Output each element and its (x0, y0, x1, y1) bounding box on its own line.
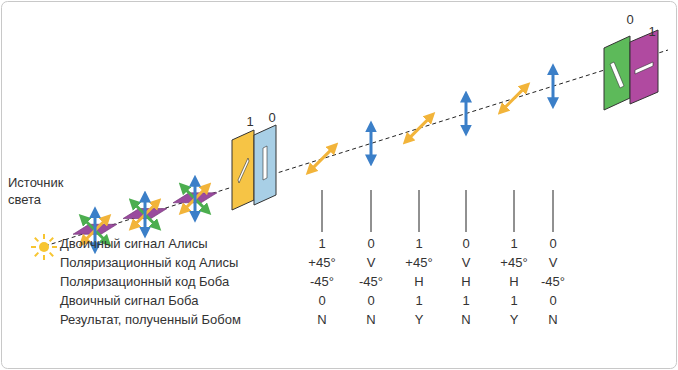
table-cell: N (461, 312, 470, 327)
table-cell: 1 (462, 293, 469, 308)
table-cell: 0 (462, 236, 469, 251)
table-cell: -45° (310, 274, 334, 289)
table-cell: N (317, 312, 326, 327)
filter-bit: 0 (626, 12, 633, 27)
filter-bit: 1 (648, 24, 655, 39)
table-cell: H (509, 274, 518, 289)
table-cell: Y (510, 312, 519, 327)
table-cell: +45° (308, 255, 335, 270)
table-cell: H (414, 274, 423, 289)
alice-filter (232, 125, 276, 210)
row-header: Поляризационный код Алисы (60, 255, 238, 270)
column-lines (322, 190, 553, 232)
table-cell: 0 (318, 293, 325, 308)
table-cell: 0 (367, 293, 374, 308)
table-cell: H (461, 274, 470, 289)
table-cell: +45° (500, 255, 527, 270)
source-label: Источник света (8, 174, 78, 208)
filter-bit: 1 (246, 114, 253, 129)
row-header: Двоичный сигнал Алисы (60, 236, 208, 251)
bob-filter (604, 30, 658, 110)
row-header: Двоичный сигнал Боба (60, 293, 198, 308)
table-cell: V (462, 255, 471, 270)
table-cell: N (548, 312, 557, 327)
table-cell: -45° (541, 274, 565, 289)
table-cell: V (367, 255, 376, 270)
table-cell: 1 (510, 293, 517, 308)
table-cell: +45° (405, 255, 432, 270)
filter-bit: 0 (268, 110, 275, 125)
table-cell: 1 (510, 236, 517, 251)
table-cell: 1 (318, 236, 325, 251)
photons (310, 69, 553, 171)
table-cell: V (549, 255, 558, 270)
table-cell: N (366, 312, 375, 327)
table-cell: 1 (415, 293, 422, 308)
row-header: Результат, полученный Бобом (60, 312, 241, 327)
table-cell: 0 (549, 236, 556, 251)
table-cell: -45° (359, 274, 383, 289)
table-cell: 0 (367, 236, 374, 251)
row-header: Поляризационный код Боба (60, 274, 229, 289)
table-cell: Y (415, 312, 424, 327)
light-source (31, 234, 57, 260)
table-cell: 0 (549, 293, 556, 308)
beam-line (45, 50, 668, 246)
table-cell: 1 (415, 236, 422, 251)
